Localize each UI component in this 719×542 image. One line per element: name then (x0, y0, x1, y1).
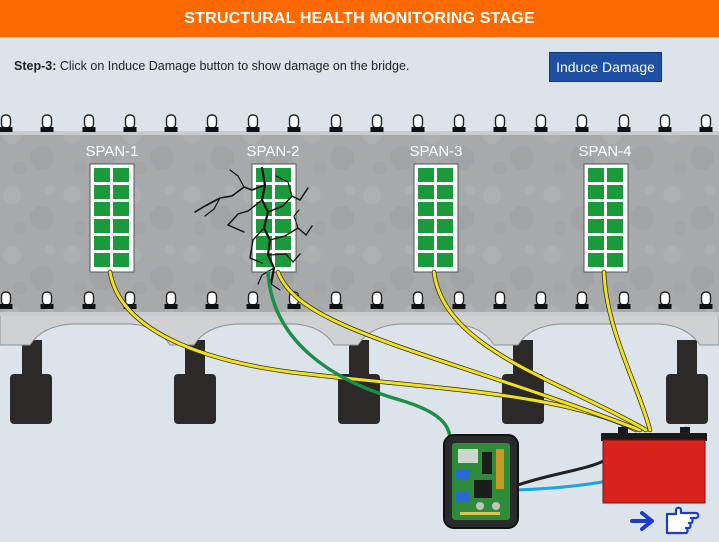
sensor-cell (588, 202, 604, 216)
span-3-label: SPAN-3 (409, 143, 462, 160)
sensor-cell (94, 236, 110, 250)
span-4-label: SPAN-4 (578, 143, 631, 160)
sensor-cell (607, 168, 623, 182)
sensor-panels (89, 163, 629, 273)
sensor-cell (94, 253, 110, 267)
sensor-cell (113, 185, 129, 199)
sensor-cell (607, 236, 623, 250)
sensor-cell (275, 185, 291, 199)
step-text: Click on Induce Damage button to show da… (56, 59, 410, 73)
sensor-cell (418, 185, 434, 199)
battery (601, 427, 707, 504)
sensor-cell (94, 168, 110, 182)
span-2-label: SPAN-2 (246, 143, 299, 160)
sensor-cell (113, 236, 129, 250)
bridge-piers (10, 340, 708, 424)
sensor-cell (275, 253, 291, 267)
sensor-cell (113, 219, 129, 233)
sensor-cell (418, 236, 434, 250)
sensor-cell (437, 253, 453, 267)
sensor-cell (607, 185, 623, 199)
sensor-cell (418, 219, 434, 233)
sensor-cell (113, 253, 129, 267)
arrow-right-icon[interactable] (630, 511, 654, 531)
sensor-cell (256, 236, 272, 250)
induce-damage-button[interactable]: Induce Damage (549, 52, 662, 82)
sensor-cell (418, 253, 434, 267)
sensor-cell (437, 168, 453, 182)
sensor-cell (275, 219, 291, 233)
sensor-cell (94, 185, 110, 199)
sensor-cell (94, 202, 110, 216)
sensor-cell (437, 202, 453, 216)
sensor-cell (275, 236, 291, 250)
deck-top-bolts (0, 114, 714, 133)
page-title: STRUCTURAL HEALTH MONITORING STAGE (0, 0, 719, 37)
sensor-cell (94, 219, 110, 233)
instruction-text: Step-3: Click on Induce Damage button to… (14, 59, 409, 73)
sensor-cell (588, 219, 604, 233)
sensor-cell (275, 202, 291, 216)
sensor-cell (588, 168, 604, 182)
sensor-cell (437, 185, 453, 199)
span-1-label: SPAN-1 (85, 143, 138, 160)
sensor-cell (607, 253, 623, 267)
sensor-cell (588, 236, 604, 250)
sensor-cell (437, 219, 453, 233)
sensor-cell (113, 168, 129, 182)
sensor-cell (113, 202, 129, 216)
sensor-cell (588, 185, 604, 199)
sensor-cell (588, 253, 604, 267)
pointing-hand-icon[interactable] (665, 506, 700, 535)
sensor-cell (418, 168, 434, 182)
step-label: Step-3: (14, 59, 57, 73)
sensor-cell (607, 219, 623, 233)
sensor-cell (437, 236, 453, 250)
crack-damage (194, 166, 313, 291)
sensor-cell (275, 168, 291, 182)
controller-module (443, 434, 519, 529)
sensor-cell (607, 202, 623, 216)
sensor-cell (418, 202, 434, 216)
